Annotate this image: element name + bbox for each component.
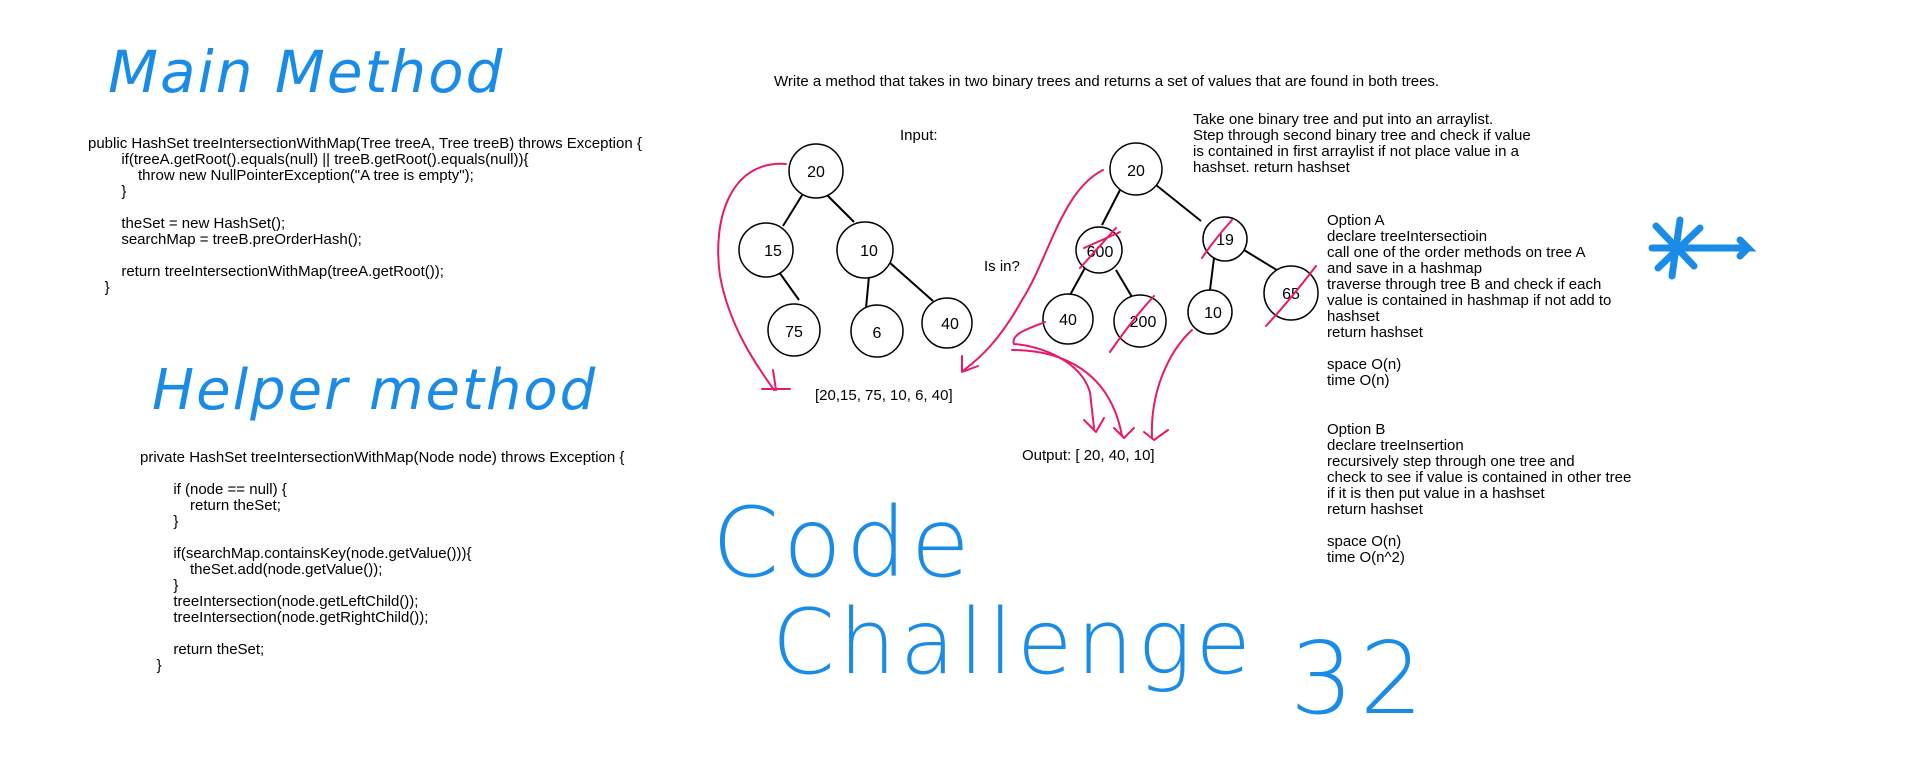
tree-b-node-label: 19 xyxy=(1216,232,1234,249)
tree-b-node: 600 xyxy=(1075,226,1123,274)
tree-b: 20 600 19 40 200 10 65 xyxy=(1042,142,1319,348)
lookup-arrow xyxy=(963,169,1104,371)
cross-out-mark xyxy=(1109,295,1155,353)
pink-annotations xyxy=(717,162,1317,441)
helper-method-heading: Helper method xyxy=(152,358,598,423)
tree-a-node-label: 75 xyxy=(785,324,803,341)
tree-a-node: 10 xyxy=(836,221,894,279)
code-challenge-heading-line1: Code xyxy=(712,487,974,599)
arrow-head xyxy=(1083,417,1105,433)
tree-a-node-label: 15 xyxy=(764,243,782,260)
option-a-notes: Option A declare treeIntersectioin call … xyxy=(1327,212,1612,389)
input-label: Input: xyxy=(900,127,938,144)
tree-b-node-label: 10 xyxy=(1204,305,1222,322)
tree-b-node: 10 xyxy=(1187,289,1233,335)
option-b-notes: Option B declare treeInsertion recursive… xyxy=(1327,421,1632,566)
tree-a-node: 6 xyxy=(850,304,904,358)
output-label: Output: [ 20, 40, 10] xyxy=(1022,447,1155,464)
cross-out-mark xyxy=(1201,219,1233,259)
tree-b-edges xyxy=(1069,184,1281,298)
match-arrow xyxy=(1011,349,1123,437)
asterisk-arrow-icon xyxy=(1648,216,1757,280)
cross-out-mark xyxy=(1083,231,1121,249)
arrow-head xyxy=(1113,427,1135,439)
problem-statement: Write a method that takes in two binary … xyxy=(774,73,1440,90)
code-challenge-number: 32 xyxy=(1290,620,1430,737)
tree-a-array-label: [20,15, 75, 10, 6, 40] xyxy=(815,387,953,404)
main-method-heading: Main Method xyxy=(108,38,505,106)
tree-b-node: 40 xyxy=(1042,293,1094,345)
tree-b-node-label: 20 xyxy=(1127,163,1145,180)
tree-a-edges xyxy=(778,191,934,309)
code-challenge-heading-line2: Challenge xyxy=(772,590,1255,695)
tree-a-node: 40 xyxy=(921,297,973,349)
cross-out-mark xyxy=(1265,265,1317,327)
tree-b-node-label: 65 xyxy=(1282,286,1300,303)
is-in-label: Is in? xyxy=(984,258,1020,275)
tree-a-node-label: 6 xyxy=(873,325,882,342)
tree-b-node: 20 xyxy=(1109,142,1163,196)
tree-a-node: 15 xyxy=(738,222,794,278)
cross-out-mark xyxy=(1079,227,1117,269)
approach-notes: Take one binary tree and put into an arr… xyxy=(1193,111,1531,176)
helper-method-code: private HashSet treeIntersectionWithMap(… xyxy=(140,449,625,674)
tree-b-node: 19 xyxy=(1202,216,1248,262)
tree-a-node: 20 xyxy=(788,143,844,199)
match-arrow xyxy=(1012,321,1095,429)
tree-a-node-label: 10 xyxy=(860,243,878,260)
main-method-code: public HashSet treeIntersectionWithMap(T… xyxy=(88,135,642,296)
tree-b-node-label: 200 xyxy=(1130,314,1157,331)
tree-b-node: 200 xyxy=(1113,294,1167,348)
tree-b-node-label: 600 xyxy=(1087,244,1114,261)
match-arrow xyxy=(1150,329,1193,439)
traversal-arrow xyxy=(717,162,787,391)
tree-a-node-label: 40 xyxy=(941,316,959,333)
tree-a: 20 15 10 75 6 40 xyxy=(738,143,973,358)
tree-a-node: 75 xyxy=(767,303,821,357)
arrow-head xyxy=(1143,429,1169,441)
tree-b-node-label: 40 xyxy=(1059,312,1077,329)
tree-a-node-label: 20 xyxy=(807,164,825,181)
arrow-head xyxy=(961,355,979,373)
arrow-head xyxy=(761,369,791,391)
